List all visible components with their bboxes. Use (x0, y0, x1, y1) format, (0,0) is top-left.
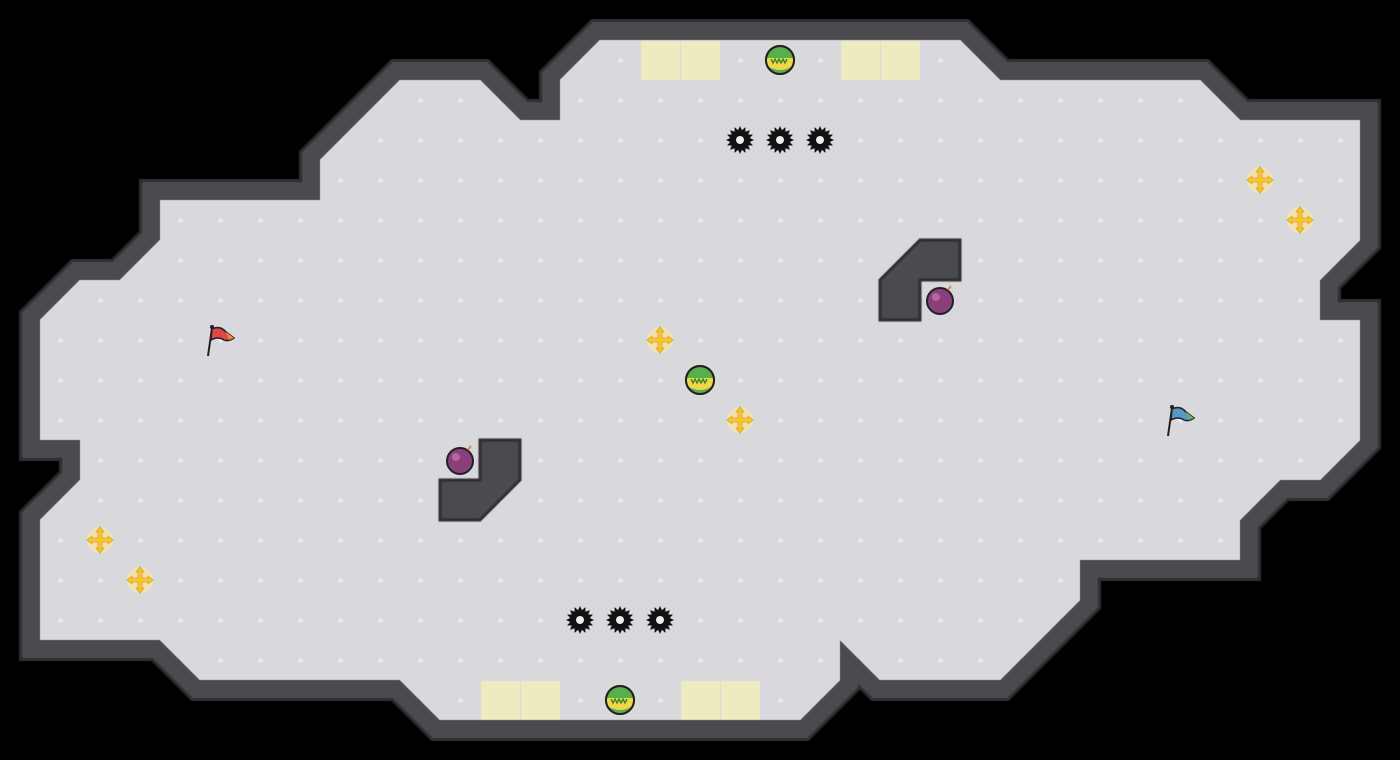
boost-icon-1 (1280, 200, 1320, 240)
blue-flag-icon-1 (1160, 400, 1200, 440)
spike-icon-2 (800, 120, 840, 160)
red-flag-icon-0 (200, 320, 240, 360)
spike-icon-4 (600, 600, 640, 640)
spike-icon-0 (720, 120, 760, 160)
boost-icon-2 (640, 320, 680, 360)
spike-icon-3 (560, 600, 600, 640)
powerup-icon-0 (760, 40, 800, 80)
bomb-icon-1 (440, 440, 480, 480)
boost-icon-4 (80, 520, 120, 560)
spike-icon-1 (760, 120, 800, 160)
boost-icon-5 (120, 560, 160, 600)
spike-icon-5 (640, 600, 680, 640)
powerup-icon-2 (600, 680, 640, 720)
bomb-icon-0 (920, 280, 960, 320)
powerup-icon-1 (680, 360, 720, 400)
boost-icon-3 (720, 400, 760, 440)
boost-icon-0 (1240, 160, 1280, 200)
